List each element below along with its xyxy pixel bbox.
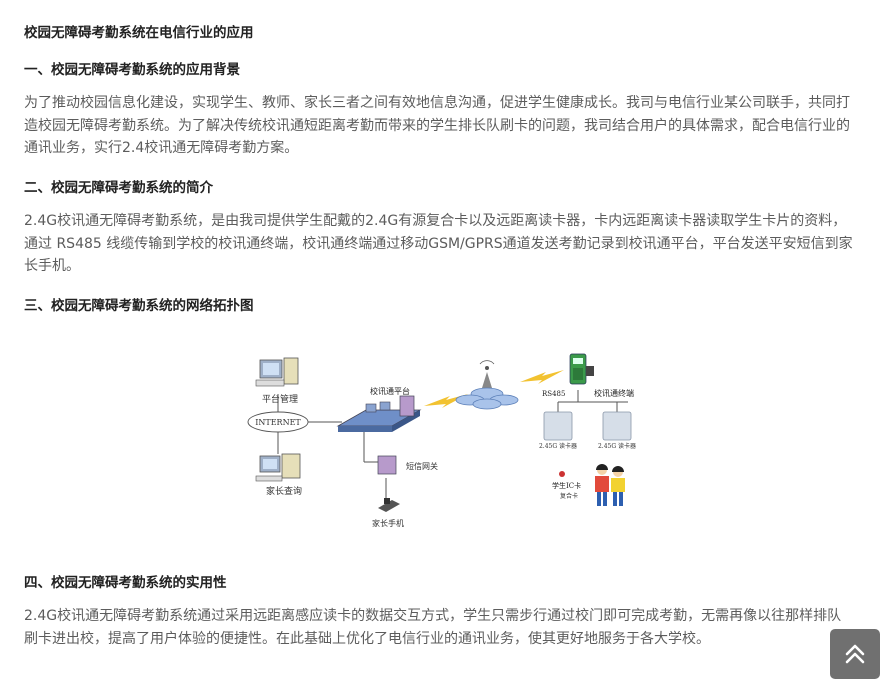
xxt-platform-label: 校讯通平台	[370, 386, 410, 396]
internet-cloud-icon	[247, 411, 309, 433]
xxt-terminal-label: 校讯通终端	[594, 388, 634, 398]
students-icon	[595, 464, 625, 506]
back-to-top-button[interactable]	[830, 629, 880, 679]
network-topology-diagram: 平台管理 INTERNET 家长查询 校讯通平台	[247, 353, 636, 528]
section-2-text: 2.4G校讯通无障碍考勤系统，是由我司提供学生配戴的2.4G有源复合卡以及远距离…	[24, 213, 853, 274]
student-card-label-2: 复合卡	[560, 492, 578, 500]
parent-phone-icon	[378, 498, 400, 512]
platform-mgmt-pc-icon	[255, 357, 299, 387]
section-4-heading: 四、校园无障碍考勤系统的实用性	[24, 575, 227, 591]
article-title: 校园无障碍考勤系统在电信行业的应用	[24, 25, 254, 41]
reader-1-label: 2.45G 读卡器	[539, 442, 577, 450]
section-4-text: 2.4G校讯通无障碍考勤系统通过采用远距离感应读卡的数据交互方式，学生只需步行通…	[24, 608, 842, 647]
parent-query-pc-icon	[255, 453, 301, 482]
section-1-heading: 一、校园无障碍考勤系统的应用背景	[24, 62, 240, 78]
base-station-icon	[455, 360, 519, 410]
platform-switch-icon	[336, 395, 422, 432]
reader-2-label: 2.45G 读卡器	[598, 442, 636, 450]
student-card-label-1: 学生IC卡	[552, 481, 581, 490]
lightning-bolt-icon	[520, 370, 564, 384]
parent-query-label: 家长查询	[266, 485, 302, 497]
platform-mgmt-label: 平台管理	[262, 393, 298, 405]
student-card-icon	[559, 471, 565, 477]
xxt-terminal-icon	[569, 353, 594, 385]
section-2-heading: 二、校园无障碍考勤系统的简介	[24, 180, 213, 196]
sms-gateway-label: 短信网关	[406, 461, 438, 471]
section-3-heading: 三、校园无障碍考勤系统的网络拓扑图	[24, 298, 254, 314]
rs485-label: RS485	[542, 390, 565, 398]
internet-label: INTERNET	[255, 418, 301, 427]
sms-gateway-icon	[377, 455, 397, 475]
double-chevron-up-icon	[845, 644, 865, 664]
lightning-bolt-icon	[424, 394, 468, 408]
reader-1-icon	[543, 411, 573, 441]
section-1-text: 为了推动校园信息化建设，实现学生、教师、家长三者之间有效地信息沟通，促进学生健康…	[24, 95, 850, 156]
parent-phone-label: 家长手机	[372, 518, 404, 528]
reader-2-icon	[602, 411, 632, 441]
